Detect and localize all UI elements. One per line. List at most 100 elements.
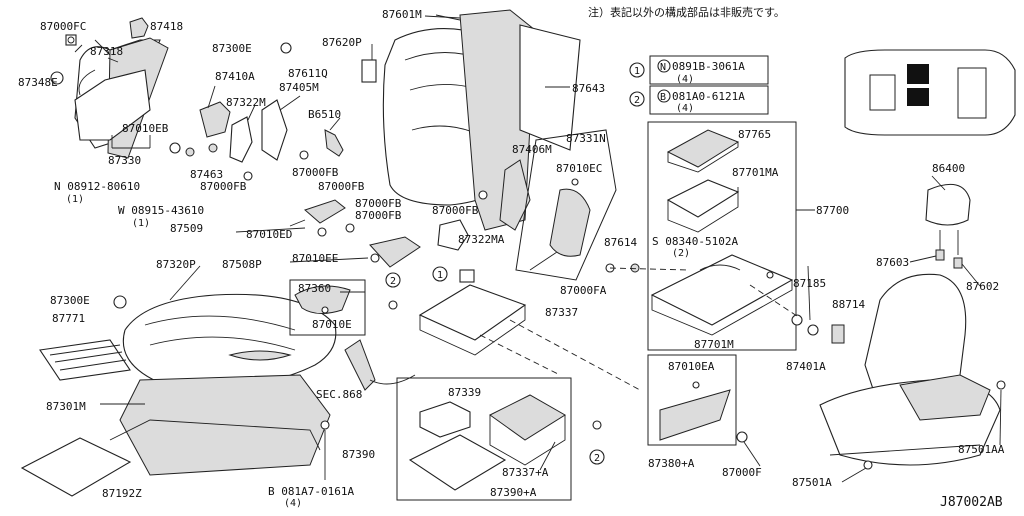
label-87348e: 87348E xyxy=(18,76,58,89)
label-87000fa: 87000FA xyxy=(560,284,607,297)
clip-87000fb xyxy=(243,171,253,181)
callouts: 2 1 2 xyxy=(385,266,605,465)
label-87405m: 87405M xyxy=(279,81,319,94)
fastener-87000fc xyxy=(65,34,77,46)
non-sale-note: 注）表記以外の構成部品は非販売です。 xyxy=(588,5,785,19)
label-87611q: 87611Q xyxy=(288,67,328,80)
trim-87380a-box xyxy=(647,354,737,446)
console-box-87390-group xyxy=(396,377,602,501)
console-87700-group xyxy=(647,121,815,351)
label-86510: B6510 xyxy=(308,108,341,121)
label-87508p: 87508P xyxy=(222,258,262,271)
bracket-87322ma xyxy=(437,219,469,251)
bin-87701ma xyxy=(666,179,740,218)
nut-08912 xyxy=(169,142,181,154)
callout-1-a: 1 xyxy=(437,270,443,281)
label-87410a: 87410A xyxy=(215,70,255,83)
label-08915-qty: (1) xyxy=(132,218,150,229)
label-87501a: 87501A xyxy=(792,476,832,489)
label-87614: 87614 xyxy=(604,236,637,249)
label-08340-qty: (2) xyxy=(672,248,690,259)
screw-87000fb-e xyxy=(345,223,355,233)
label-86400: 86400 xyxy=(932,162,965,175)
small-parts-cluster xyxy=(199,42,344,181)
label-87010ed: 87010ED xyxy=(246,228,292,241)
console-box-frame xyxy=(396,377,572,501)
pin-87463 xyxy=(208,143,218,153)
legend-item-1-part: 0891B-3061A xyxy=(672,60,745,73)
callout-2-a: 2 xyxy=(390,276,396,287)
label-87771: 87771 xyxy=(52,312,85,325)
label-08912-qty: (1) xyxy=(66,194,84,205)
legend: 1 2 N 0891B-3061A (4) B 081A0-6121A (4) xyxy=(629,55,769,115)
label-08915: W 08915-43610 xyxy=(118,204,204,217)
clip-87000fb-d xyxy=(478,190,488,200)
label-87401a: 87401A xyxy=(786,360,826,373)
label-87406m: 87406M xyxy=(512,143,552,156)
label-87185: 87185 xyxy=(793,277,826,290)
legend-item-1-prefix: N xyxy=(660,62,666,73)
label-87010ec: 87010EC xyxy=(556,162,602,175)
label-87322m: 87322M xyxy=(226,96,266,109)
label-87000fb-a: 87000FB xyxy=(200,180,247,193)
label-87380a: 87380+A xyxy=(648,457,695,470)
label-87000fb-c: 87000FB xyxy=(318,180,365,193)
legend-item-2-circle: 2 xyxy=(634,95,640,106)
callout-2-b: 2 xyxy=(594,453,600,464)
legend-item-1-box xyxy=(649,55,769,85)
label-87602: 87602 xyxy=(966,280,999,293)
bracket-87406m xyxy=(499,159,531,231)
bolt-87501aa xyxy=(996,380,1006,390)
knob-87418 xyxy=(129,17,149,39)
label-87000fb-f: 87000FB xyxy=(432,204,479,217)
legend-item-2-prefix: B xyxy=(660,92,666,103)
label-87501aa: 87501AA xyxy=(958,443,1005,456)
label-87192z: 87192Z xyxy=(102,487,142,500)
armrest-87360-box xyxy=(289,279,366,336)
label-87620p: 87620P xyxy=(322,36,362,49)
spring-87771 xyxy=(39,339,131,381)
label-87010eb: 87010EB xyxy=(122,122,169,135)
seat-belt-buckle xyxy=(344,339,416,391)
legend-item-2-qty: (4) xyxy=(676,103,694,114)
label-87418: 87418 xyxy=(150,20,183,33)
label-87300e-mid: 87300E xyxy=(50,294,90,307)
armrest-complete xyxy=(899,374,991,421)
label-87000fb-e: 87000FB xyxy=(355,209,402,222)
right-mid-parts xyxy=(749,284,845,344)
label-87509: 87509 xyxy=(170,222,203,235)
tray-87390a xyxy=(408,434,507,491)
trim-87380a xyxy=(659,389,731,441)
seat-location-marker-2 xyxy=(907,88,929,106)
label-87318: 87318 xyxy=(90,45,123,58)
label-87463: 87463 xyxy=(190,168,223,181)
seat-location-marker xyxy=(907,64,929,84)
label-87010ee: 87010EE xyxy=(292,252,338,265)
legend-item-2-part: 081A0-6121A xyxy=(672,90,745,103)
armrest-87360-group xyxy=(289,279,366,336)
nut-87401a xyxy=(807,324,819,336)
washer-87185 xyxy=(791,314,803,326)
label-87000fc: 87000FC xyxy=(40,20,86,33)
label-081a7: B 081A7-0161A xyxy=(268,485,354,498)
label-87339: 87339 xyxy=(448,386,481,399)
seat-cushion-assembly xyxy=(20,293,337,497)
label-87603: 87603 xyxy=(876,256,909,269)
label-87765: 87765 xyxy=(738,128,771,141)
leader-lines xyxy=(169,15,1002,483)
vehicle-location-view xyxy=(844,49,1016,136)
label-87322ma: 87322MA xyxy=(458,233,505,246)
cover-88714 xyxy=(831,324,845,344)
grommet-87300e xyxy=(280,42,292,54)
lid-87765 xyxy=(666,129,740,168)
console-tray-group xyxy=(388,249,641,391)
label-87360: 87360 xyxy=(298,282,331,295)
guide-87602 xyxy=(953,257,963,269)
label-87320p: 87320P xyxy=(156,258,196,271)
rear-board-87643 xyxy=(519,24,581,151)
label-87010ea: 87010EA xyxy=(668,360,715,373)
label-87000f: 87000F xyxy=(722,466,762,479)
mat-87192z xyxy=(20,437,132,497)
